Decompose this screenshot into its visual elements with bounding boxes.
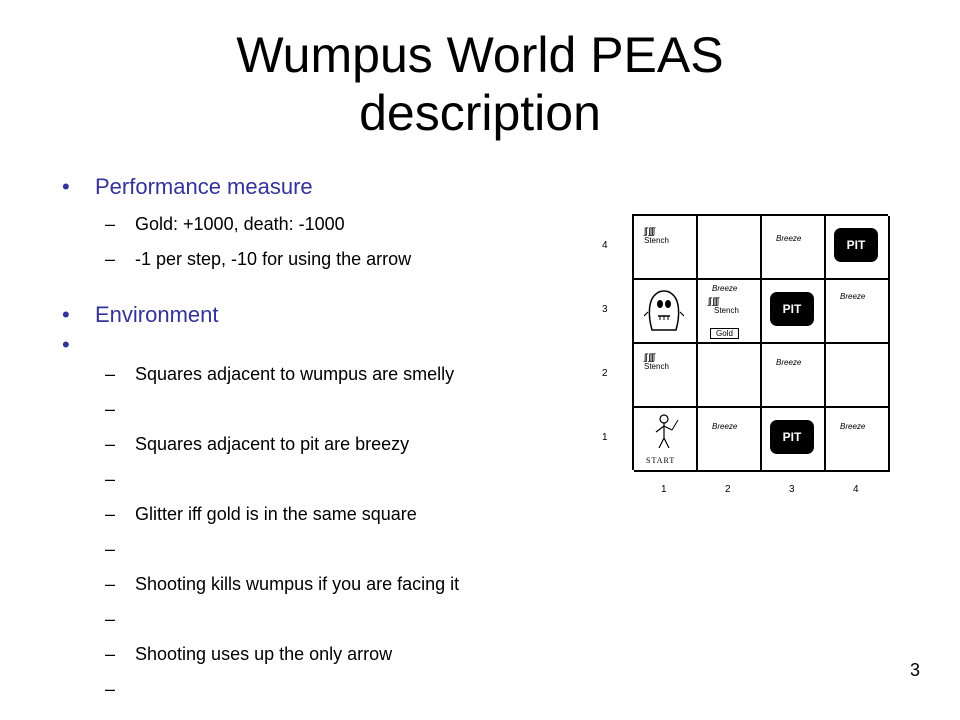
stench-label: Stench <box>644 236 669 245</box>
breeze-label: Breeze <box>712 284 738 293</box>
col-label-1: 1 <box>661 484 667 495</box>
cell-1-1: START <box>634 408 698 472</box>
row-label-1: 1 <box>602 432 608 443</box>
environment-item: – Shooting uses up the only arrow <box>105 644 393 664</box>
environment-item: – <box>105 469 116 489</box>
stench-wave: ∫∫ ∫∫∫∫ <box>644 226 655 236</box>
environment-item: – Glitter iff gold is in the same square <box>105 504 417 524</box>
pit: PIT <box>770 420 814 454</box>
slide-title-line2: description <box>359 85 601 141</box>
cell-1-2: ∫∫ ∫∫∫∫ Stench <box>634 344 698 408</box>
stench-wave: ∫∫ ∫∫∫∫ <box>644 352 655 362</box>
start-label: START <box>646 456 676 465</box>
cell-1-3 <box>634 280 698 344</box>
environment-item: – <box>105 539 116 559</box>
environment-item: – <box>105 679 116 699</box>
gold-label: Gold <box>710 328 739 339</box>
bullet-empty: • <box>60 330 600 362</box>
pit: PIT <box>834 228 878 262</box>
environment-item: – Squares adjacent to pit are breezy <box>105 434 410 454</box>
stench-wave: ∫∫ ∫∫∫∫ <box>708 296 719 306</box>
cell-3-4: Breeze <box>762 216 826 280</box>
cell-3-1: PIT <box>762 408 826 472</box>
bullet-dot: • <box>62 302 70 327</box>
wumpus-grid: ∫∫ ∫∫∫∫ Stench Breeze PIT Breeze ∫∫ ∫∫∫∫… <box>632 214 890 472</box>
pit: PIT <box>770 292 814 326</box>
environment-item: – <box>105 609 116 629</box>
environment-heading: Environment <box>95 302 219 327</box>
col-label-4: 4 <box>853 484 859 495</box>
slide-title: Wumpus World PEAS description <box>0 26 960 142</box>
bullet-dot: • <box>62 332 70 357</box>
stench-label: Stench <box>644 362 669 371</box>
bullet-dot: • <box>62 174 70 199</box>
cell-4-4: PIT <box>826 216 890 280</box>
cell-2-1: Breeze <box>698 408 762 472</box>
breeze-label: Breeze <box>776 358 802 367</box>
row-label-4: 4 <box>602 240 608 251</box>
breeze-label: Breeze <box>776 234 802 243</box>
row-label-3: 3 <box>602 304 608 315</box>
col-label-2: 2 <box>725 484 731 495</box>
cell-4-1: Breeze <box>826 408 890 472</box>
row-label-2: 2 <box>602 368 608 379</box>
cell-2-2 <box>698 344 762 408</box>
cell-4-2 <box>826 344 890 408</box>
performance-item: – Gold: +1000, death: -1000 <box>105 214 345 234</box>
wumpus-icon <box>644 290 684 331</box>
environment-item: – <box>105 399 116 419</box>
cell-2-3: Breeze ∫∫ ∫∫∫∫ Stench Gold <box>698 280 762 344</box>
breeze-label: Breeze <box>840 292 866 301</box>
cell-1-4: ∫∫ ∫∫∫∫ Stench <box>634 216 698 280</box>
agent-icon <box>655 414 679 449</box>
wumpus-world-figure: 4 3 2 1 1 2 3 4 ∫∫ ∫∫∫∫ Stench Breeze PI… <box>598 214 890 504</box>
environment-item: – Squares adjacent to wumpus are smelly <box>105 364 455 384</box>
cell-3-2: Breeze <box>762 344 826 408</box>
performance-heading: Performance measure <box>95 174 313 199</box>
cell-3-3: PIT <box>762 280 826 344</box>
col-label-3: 3 <box>789 484 795 495</box>
bullet-environment: • Environment <box>60 300 600 330</box>
stench-label: Stench <box>714 306 739 315</box>
performance-item: – -1 per step, -10 for using the arrow <box>105 249 412 269</box>
cell-2-4 <box>698 216 762 280</box>
cell-4-3: Breeze <box>826 280 890 344</box>
breeze-label: Breeze <box>712 422 738 431</box>
environment-item: – Shooting kills wumpus if you are facin… <box>105 574 460 594</box>
bullet-performance: • Performance measure <box>60 172 600 202</box>
slide-title-line1: Wumpus World PEAS <box>236 27 724 83</box>
bullet-list: • Performance measure – Gold: +1000, dea… <box>60 172 600 699</box>
breeze-label: Breeze <box>840 422 866 431</box>
page-number: 3 <box>909 660 920 680</box>
